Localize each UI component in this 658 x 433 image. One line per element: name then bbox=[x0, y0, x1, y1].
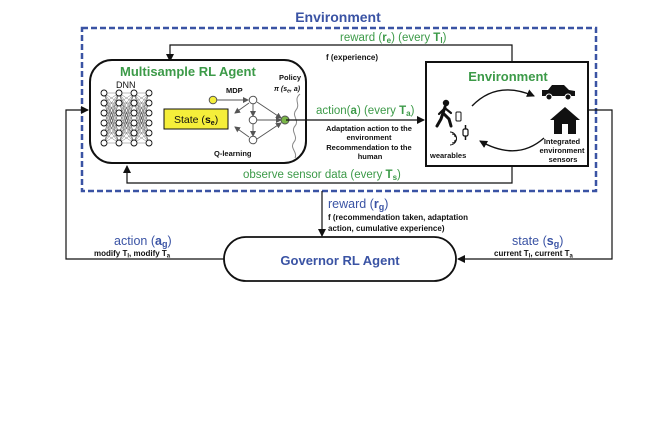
dnn-neuron bbox=[115, 109, 123, 117]
action-label: action(a) (every Ta) bbox=[316, 105, 415, 118]
dnn-connection bbox=[118, 122, 135, 144]
smartwatch-icon bbox=[462, 125, 469, 140]
dnn-connection bbox=[133, 122, 150, 144]
cycle-arrows-icon bbox=[471, 89, 545, 152]
dnn-connection bbox=[118, 112, 135, 144]
dnn-label: DNN bbox=[116, 80, 136, 90]
person-walking-icon bbox=[435, 99, 453, 128]
state-box bbox=[163, 108, 229, 130]
dnn-connection bbox=[133, 92, 150, 134]
dnn-neuron bbox=[130, 99, 138, 107]
observe-label: observe sensor data (every Ts) bbox=[243, 169, 401, 182]
action-g-label: action (ag) bbox=[114, 234, 172, 249]
mdp-graph-icon bbox=[208, 95, 290, 145]
dnn-connection bbox=[103, 112, 120, 144]
inner-environment-title: Environment bbox=[468, 69, 548, 84]
dnn-neuron bbox=[145, 109, 153, 117]
dnn-connection bbox=[133, 102, 150, 144]
dnn-neuron bbox=[130, 129, 138, 137]
dnn-neuron bbox=[100, 99, 108, 107]
state-g-label: state (sg) bbox=[512, 234, 563, 249]
state-label: State (se) bbox=[174, 114, 218, 127]
wireless-signal-icon bbox=[449, 131, 457, 146]
reward-loop-label: reward (re) (every Tl) bbox=[340, 32, 447, 45]
reward-g-description: f (recommendation taken, adaptation acti… bbox=[328, 213, 470, 233]
reward-g-label: reward (rg) bbox=[328, 197, 388, 212]
dnn-connection bbox=[118, 92, 135, 114]
dnn-connection bbox=[103, 92, 120, 114]
policy-distribution-icon bbox=[291, 93, 301, 159]
dnn-connection bbox=[103, 102, 120, 144]
smartphone-icon bbox=[455, 111, 462, 122]
dnn-connection bbox=[103, 92, 120, 124]
car-icon bbox=[542, 85, 575, 101]
dnn-neuron bbox=[100, 89, 108, 97]
q-learning-label: Q-learning bbox=[214, 149, 252, 158]
action-g-arrow bbox=[65, 106, 224, 260]
dnn-neuron bbox=[115, 99, 123, 107]
dnn-neuron bbox=[115, 129, 123, 137]
dnn-neuron bbox=[115, 139, 123, 147]
dnn-connection bbox=[133, 112, 150, 144]
dnn-neuron bbox=[145, 89, 153, 97]
dnn-neuron bbox=[145, 129, 153, 137]
dnn-connection bbox=[118, 92, 135, 134]
dnn-connection bbox=[103, 122, 120, 144]
dnn-neuron bbox=[100, 139, 108, 147]
wearables-label: wearables bbox=[429, 151, 466, 160]
dnn-neuron bbox=[145, 99, 153, 107]
policy-formula: π (se, a) bbox=[274, 86, 301, 95]
mdp-label: MDP bbox=[226, 86, 243, 95]
action-g-description: modify Tl, modify Ta bbox=[94, 249, 171, 260]
dnn-connection bbox=[133, 92, 150, 114]
observe-arrow bbox=[123, 165, 513, 184]
dnn-neuron bbox=[145, 119, 153, 127]
dnn-neuron bbox=[100, 129, 108, 137]
dnn-neuron bbox=[130, 119, 138, 127]
dnn-neuron bbox=[100, 119, 108, 127]
reward-loop-arrow bbox=[166, 44, 513, 63]
state-g-description: current Tl, current Ta bbox=[494, 249, 573, 260]
dnn-connection bbox=[118, 102, 135, 144]
dnn-neuron bbox=[100, 109, 108, 117]
multisample-agent-title: Multisample RL Agent bbox=[120, 64, 256, 79]
dnn-connection bbox=[133, 92, 150, 124]
dnn-neuron bbox=[130, 109, 138, 117]
sensors-label: Integrated environment sensors bbox=[539, 137, 586, 164]
house-icon bbox=[550, 107, 580, 134]
action-description: Adaptation action to the environment Rec… bbox=[326, 124, 414, 161]
dnn-connection bbox=[118, 92, 135, 124]
dnn-network-icon bbox=[100, 89, 153, 147]
dnn-neuron bbox=[115, 119, 123, 127]
dnn-neuron bbox=[115, 89, 123, 97]
policy-label: Policy bbox=[279, 73, 302, 82]
dnn-neuron bbox=[130, 139, 138, 147]
environment-outer-title: Environment bbox=[295, 9, 381, 25]
dnn-neuron bbox=[130, 89, 138, 97]
dnn-neuron bbox=[145, 139, 153, 147]
state-g-arrow bbox=[457, 109, 613, 263]
f-experience-label: f (experience) bbox=[326, 53, 378, 62]
dnn-connection bbox=[103, 92, 120, 134]
governor-title: Governor RL Agent bbox=[280, 253, 400, 268]
